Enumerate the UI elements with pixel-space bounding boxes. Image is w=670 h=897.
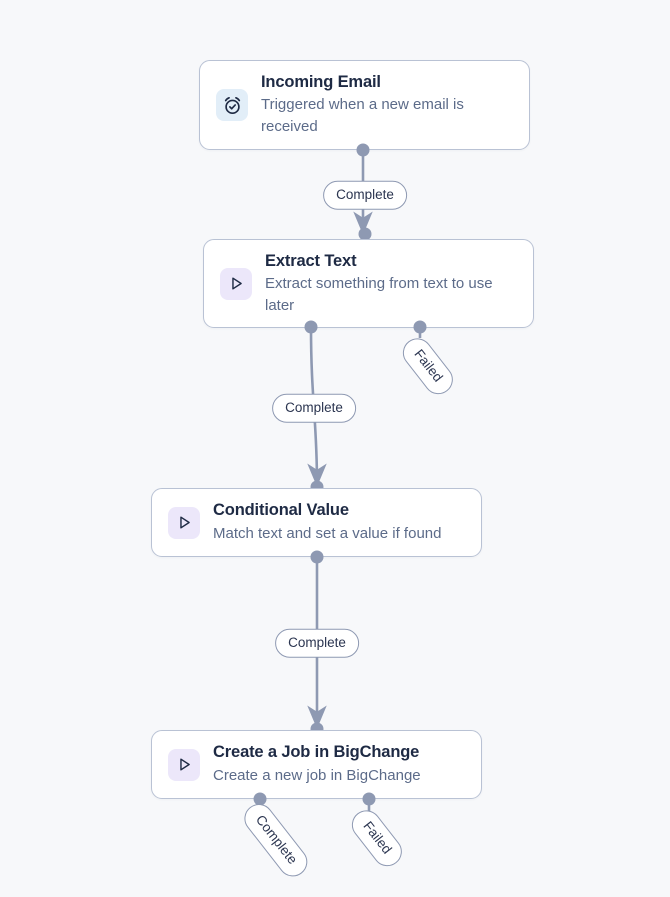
port-extract-text-out-complete[interactable] [304,320,318,334]
alarm-clock-check-icon [216,89,248,121]
play-triangle-icon [168,748,200,781]
node-text-block: Conditional Value Match text and set a v… [213,500,441,544]
node-title: Conditional Value [213,501,349,520]
edge-label-failed-bigchange[interactable]: Failed [346,804,408,872]
port-extract-text-out-failed[interactable] [413,320,427,334]
node-text-block: Extract Text Extract something from text… [265,251,517,317]
node-description: Create a new job in BigChange [213,766,421,784]
node-text-block: Incoming Email Triggered when a new emai… [261,72,513,138]
play-triangle-icon [220,267,252,300]
play-triangle-icon [168,506,200,539]
edge-label-failed-extract[interactable]: Failed [397,332,459,400]
port-incoming-email-out[interactable] [356,143,370,157]
node-create-a-job-in-bigchange[interactable]: Create a Job in BigChange Create a new j… [151,730,482,799]
node-incoming-email[interactable]: Incoming Email Triggered when a new emai… [199,60,530,150]
port-create-job-out-failed[interactable] [362,792,376,806]
port-create-job-out-complete[interactable] [253,792,267,806]
edge-label-complete-bigchange[interactable]: Complete [238,798,314,882]
node-description: Triggered when a new email is received [261,96,464,136]
node-title: Create a Job in BigChange [213,743,420,762]
port-conditional-value-out[interactable] [310,550,324,564]
node-conditional-value[interactable]: Conditional Value Match text and set a v… [151,488,482,557]
node-extract-text[interactable]: Extract Text Extract something from text… [203,239,534,328]
edge-label-complete-conditional-to-bigchange[interactable]: Complete [275,628,359,658]
node-description: Match text and set a value if found [213,524,442,542]
node-description: Extract something from text to use later [265,274,493,314]
port-extract-text-in[interactable] [358,227,372,241]
edge-label-complete-email-to-extract[interactable]: Complete [323,180,407,210]
node-title: Incoming Email [261,73,381,92]
edge-label-complete-extract-to-conditional[interactable]: Complete [272,393,356,423]
node-title: Extract Text [265,251,357,270]
node-text-block: Create a Job in BigChange Create a new j… [213,742,421,786]
